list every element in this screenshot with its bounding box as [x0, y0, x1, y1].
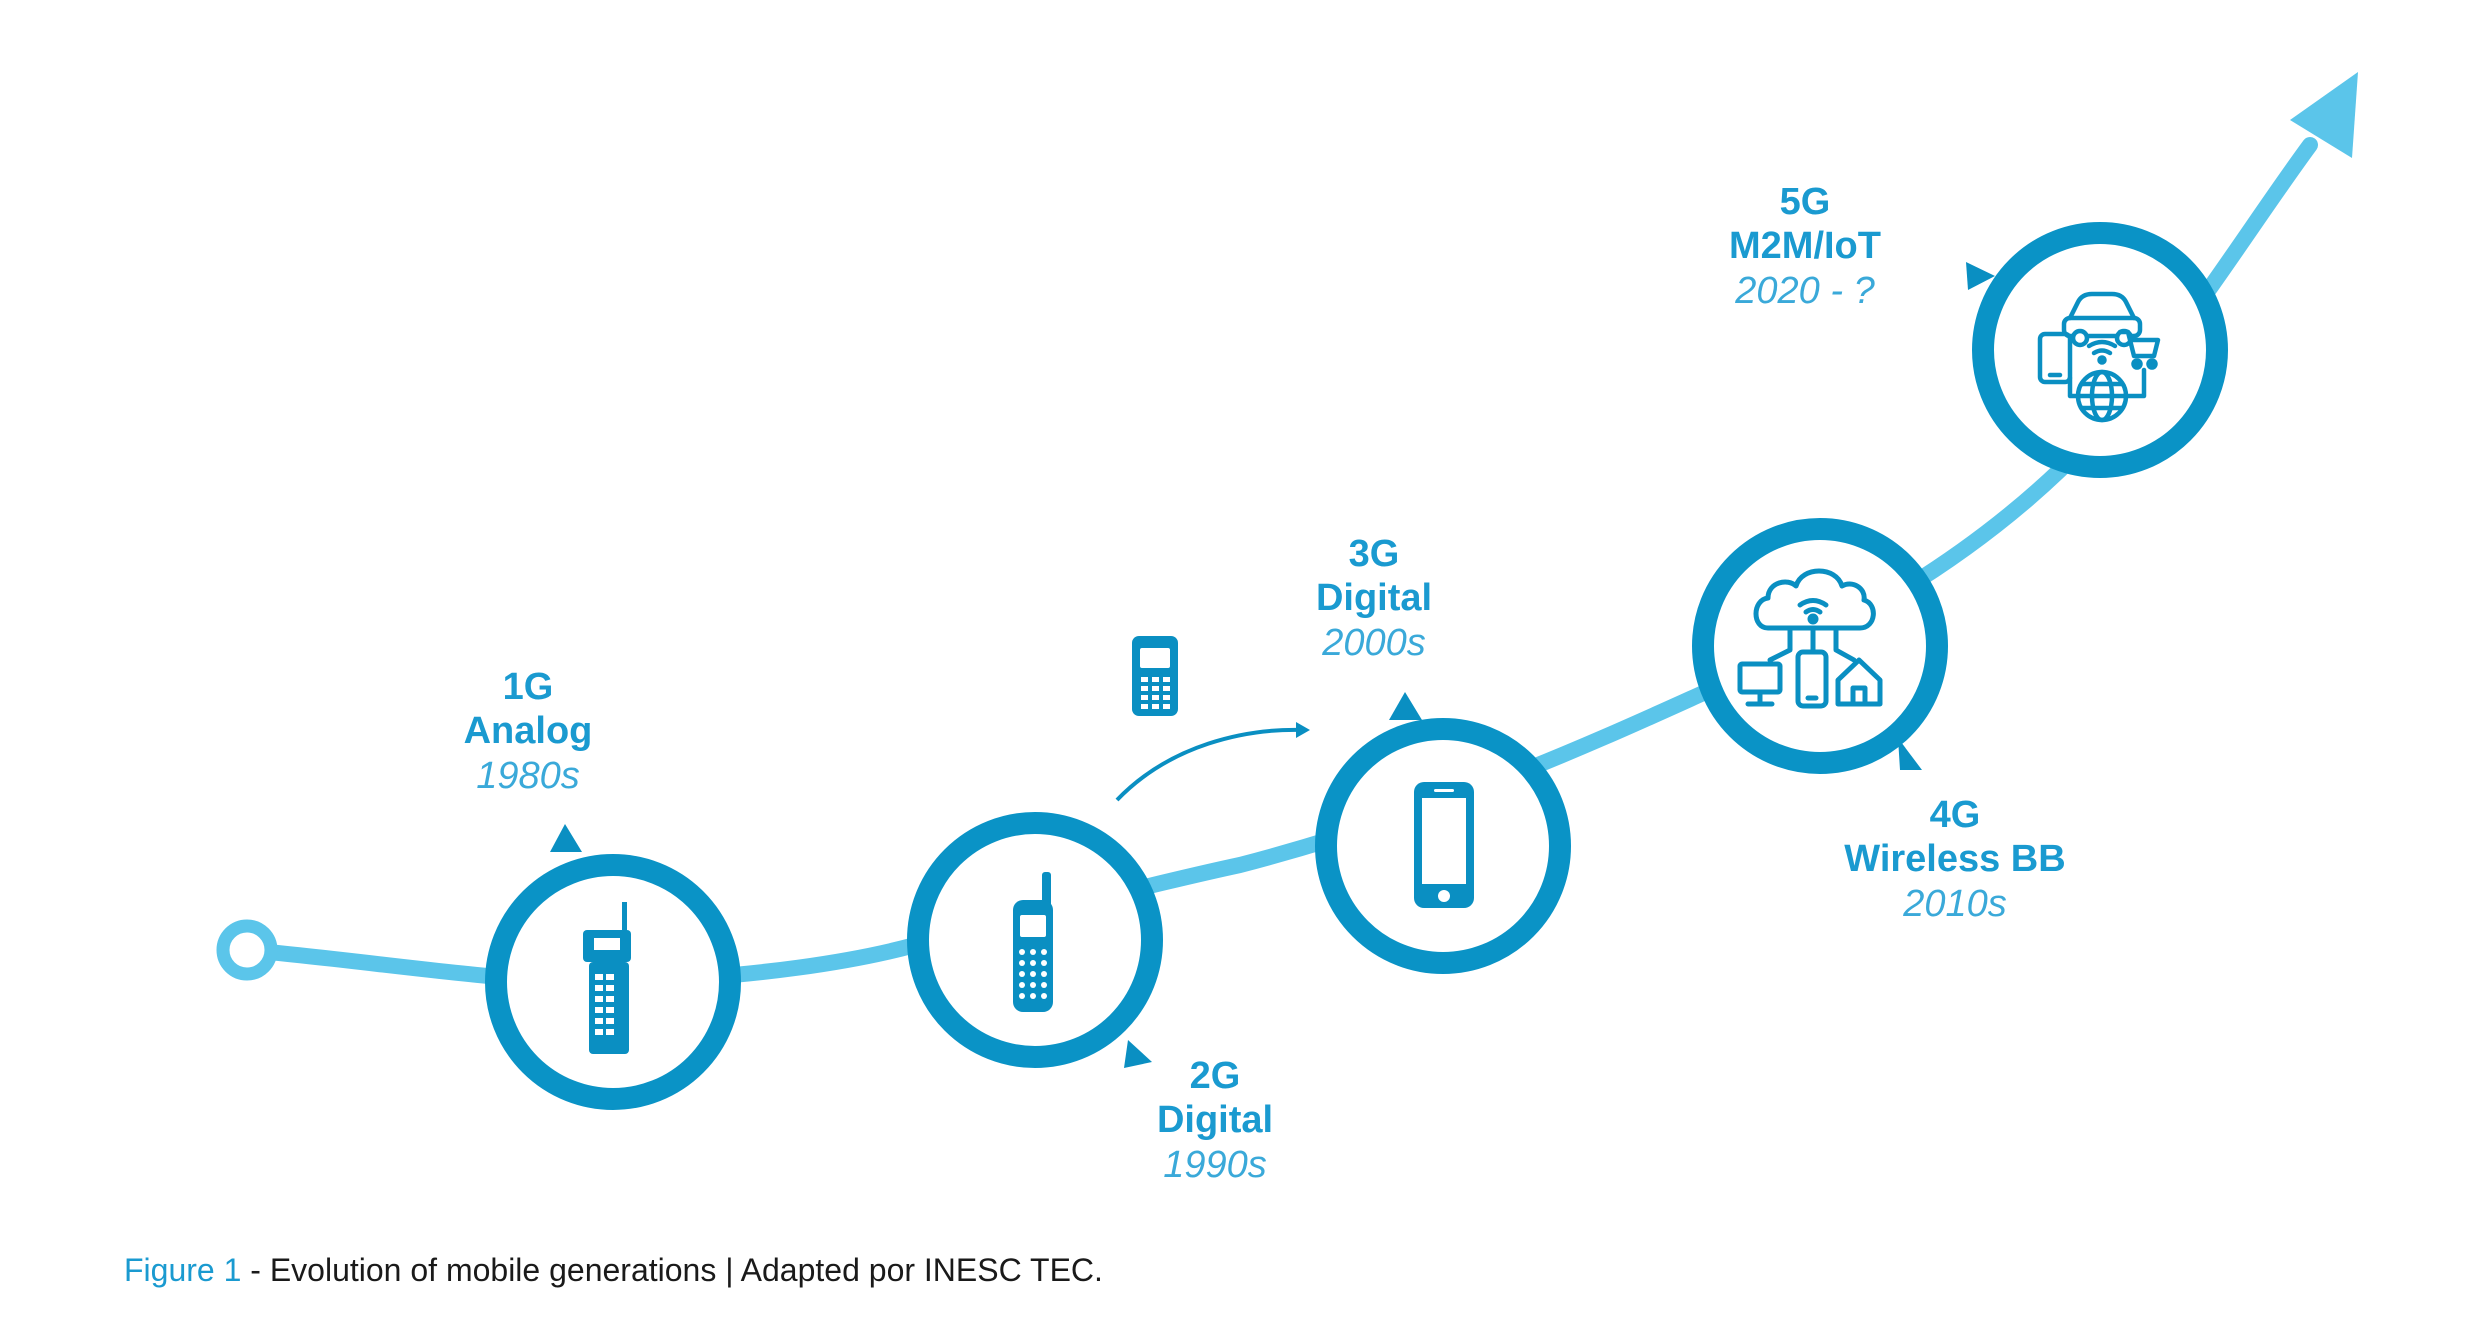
- node-1g: [485, 854, 741, 1110]
- pointer-5g: [1966, 262, 1995, 290]
- era-label: 2020 - ?: [1735, 269, 1875, 312]
- generation-name: 2G: [1189, 1055, 1241, 1097]
- figure-caption: Figure 1 - Evolution of mobile generatio…: [124, 1252, 1103, 1289]
- node-3g: [1315, 718, 1571, 974]
- era-label: 2010s: [1903, 882, 2007, 925]
- node-5g: [1972, 222, 2228, 478]
- label-3g: 3G Digital 2000s: [1274, 532, 1474, 665]
- era-label: 1980s: [476, 754, 580, 797]
- technology-name: M2M/IoT: [1729, 225, 1881, 268]
- growth-arrowhead: [2290, 72, 2358, 158]
- label-4g: 4G Wireless BB 2010s: [1805, 793, 2105, 926]
- generation-name: 5G: [1779, 181, 1831, 223]
- generation-name: 3G: [1348, 533, 1400, 575]
- transition-arrowhead: [1296, 722, 1310, 738]
- mobile-phone-antenna-icon: [1013, 872, 1053, 1012]
- pointer-3g: [1389, 692, 1422, 720]
- label-2g: 2G Digital 1990s: [1115, 1054, 1315, 1187]
- label-5g: 5G M2M/IoT 2020 - ?: [1685, 180, 1925, 313]
- brick-phone-icon: [583, 902, 631, 1054]
- pointer-4g: [1898, 738, 1922, 770]
- technology-name: Digital: [1315, 577, 1433, 620]
- node-2g: [907, 812, 1163, 1068]
- keypad-phone-icon: [1132, 636, 1178, 716]
- start-node: [216, 919, 278, 981]
- node-4g: [1692, 518, 1948, 774]
- smartphone-icon: [1414, 782, 1474, 908]
- era-label: 1990s: [1163, 1143, 1267, 1186]
- cloud-devices-icon: [1737, 568, 1883, 709]
- generation-name: 4G: [1929, 794, 1981, 836]
- technology-name: Wireless BB: [1844, 838, 2066, 881]
- generation-name: 1G: [502, 666, 554, 708]
- figure-number: Figure 1: [124, 1252, 242, 1288]
- iot-devices-icon: [2037, 291, 2161, 423]
- pointer-2g: [1124, 1040, 1152, 1068]
- technology-name: Analog: [463, 710, 593, 753]
- transition-arc: [1115, 727, 1306, 802]
- label-1g: 1G Analog 1980s: [428, 665, 628, 798]
- pointer-1g: [550, 824, 582, 852]
- caption-text: - Evolution of mobile generations | Adap…: [241, 1252, 1103, 1288]
- technology-name: Digital: [1156, 1099, 1274, 1142]
- era-label: 2000s: [1322, 621, 1426, 664]
